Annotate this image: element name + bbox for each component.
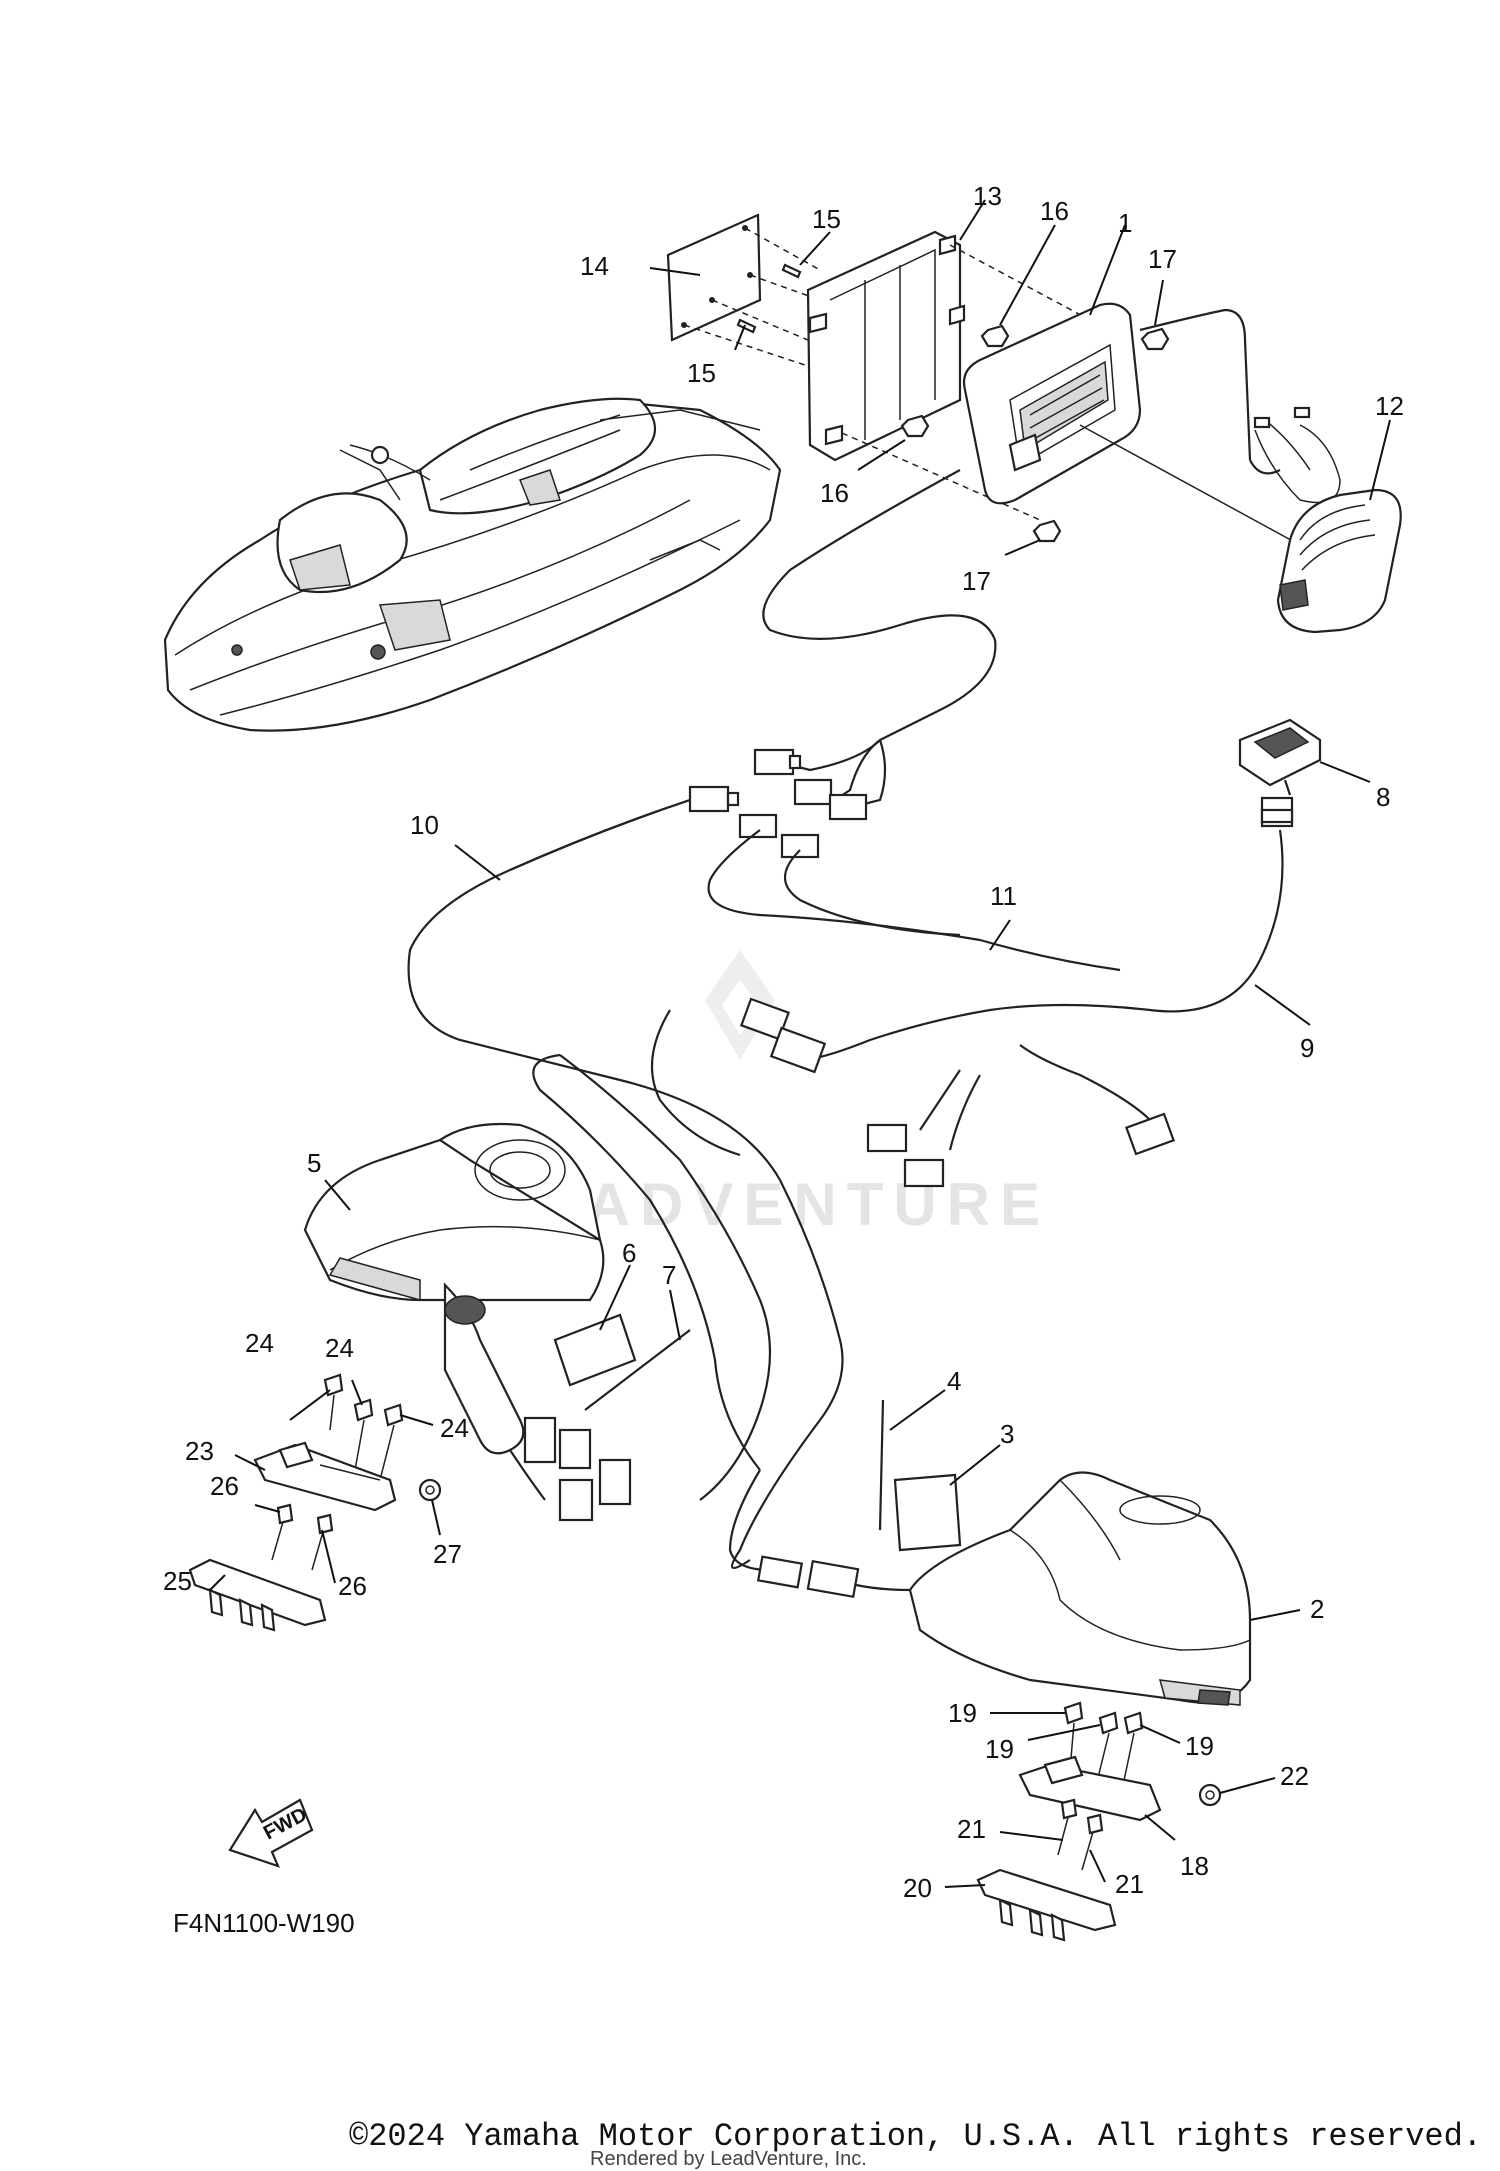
callout-27: 27 — [433, 1539, 462, 1569]
label-3-tie-4 — [878, 1399, 962, 1552]
callout-17b: 17 — [962, 566, 991, 596]
callout-24a: 24 — [245, 1328, 274, 1358]
callout-26b: 26 — [338, 1571, 367, 1601]
callout-13: 13 — [973, 181, 1002, 211]
callout-7: 7 — [662, 1260, 676, 1290]
callout-26a: 26 — [210, 1471, 239, 1501]
callout-20: 20 — [903, 1873, 932, 1903]
callout-15a: 15 — [812, 204, 841, 234]
leader-lines — [209, 199, 1391, 1888]
fwd-arrow-icon: FWD — [228, 1798, 314, 1868]
callout-19b: 19 — [985, 1734, 1014, 1764]
callout-3: 3 — [1000, 1419, 1014, 1449]
callout-8: 8 — [1376, 782, 1390, 812]
ecu-module-1 — [762, 302, 1341, 741]
callout-16b: 16 — [820, 478, 849, 508]
callout-23: 23 — [185, 1436, 214, 1466]
callout-4: 4 — [947, 1366, 961, 1396]
callout-labels: 1 2 3 4 5 6 7 8 9 10 11 12 13 14 15 15 1… — [163, 181, 1404, 1938]
callout-12: 12 — [1375, 391, 1404, 421]
callout-24c: 24 — [440, 1413, 469, 1443]
figure-code: F4N1100-W190 — [173, 1908, 355, 1938]
callout-17a: 17 — [1148, 244, 1177, 274]
harness-upper — [407, 739, 1284, 1570]
callout-21a: 21 — [957, 1814, 986, 1844]
callout-19a: 19 — [948, 1698, 977, 1728]
display-unit-12 — [1276, 488, 1402, 634]
callout-11: 11 — [990, 881, 1017, 911]
callout-10: 10 — [410, 810, 439, 840]
callout-6: 6 — [622, 1238, 636, 1268]
callout-25: 25 — [163, 1566, 192, 1596]
callout-19c: 19 — [1185, 1731, 1214, 1761]
bracket-13 — [806, 230, 1091, 521]
callout-2: 2 — [1310, 1594, 1324, 1624]
callout-18: 18 — [1180, 1851, 1209, 1881]
rendered-by-notice: Rendered by LeadVenture, Inc. — [590, 2148, 867, 2170]
callout-5: 5 — [307, 1148, 321, 1178]
callout-24b: 24 — [325, 1333, 354, 1363]
callout-14: 14 — [580, 251, 609, 281]
speaker-box-5 — [303, 1122, 691, 1522]
speaker-box-2 — [728, 1469, 1252, 1706]
callout-22: 22 — [1280, 1761, 1309, 1791]
harness-10 — [509, 798, 772, 1501]
copyright-notice: ©2024 Yamaha Motor Corporation, U.S.A. A… — [349, 2118, 1482, 2155]
callout-21b: 21 — [1115, 1869, 1144, 1899]
mounting-plate-14 — [666, 213, 821, 371]
bracket-assembly-right — [976, 1701, 1222, 1942]
callout-15b: 15 — [687, 358, 716, 388]
watercraft-illustration — [163, 397, 782, 732]
bracket-assembly-left — [188, 1373, 442, 1632]
switch-8 — [1238, 718, 1322, 828]
callout-1: 1 — [1118, 208, 1132, 238]
callout-16a: 16 — [1040, 196, 1069, 226]
callout-9: 9 — [1300, 1033, 1314, 1063]
